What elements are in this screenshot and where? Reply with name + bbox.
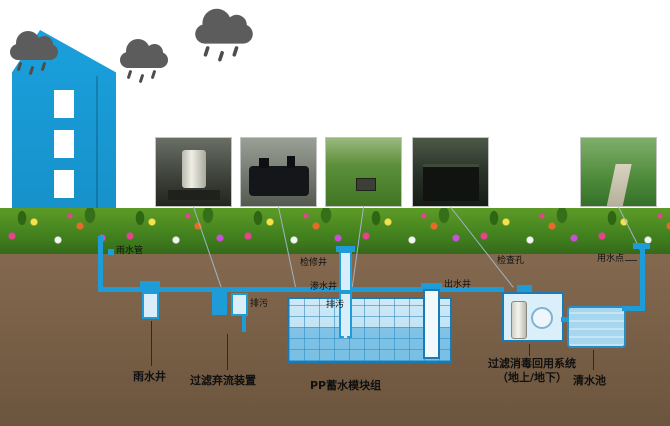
- raindrop-icon: [40, 61, 47, 72]
- seepage-well-shaft: [339, 292, 352, 338]
- raindrop-icon: [217, 50, 225, 62]
- photo-subject-tank: [249, 166, 309, 196]
- inspection-well-shaft: [339, 251, 352, 292]
- raindrop-icon: [16, 61, 23, 72]
- label-text: 渗水井: [310, 282, 338, 292]
- flower-grass-strip: [0, 208, 670, 254]
- caption-filter-device: 过滤弃流装置: [190, 374, 256, 387]
- caption-reuse-system-line1: 过滤消毒回用系统: [488, 357, 576, 370]
- label-use-point: 用水点: [597, 254, 625, 265]
- label-outlet-well: 出水井: [444, 280, 472, 291]
- photo-subject-base: [168, 190, 220, 200]
- caption-reuse-system-line2: （地上/地下）: [496, 370, 568, 384]
- downspout-pipe: [98, 236, 103, 292]
- label-inspection-well: 检修井: [300, 258, 328, 269]
- photo-subject-path: [606, 164, 632, 206]
- use-point-tap: [633, 243, 650, 249]
- photo-garden: [580, 137, 657, 207]
- label-text: 出水井: [444, 280, 472, 290]
- building: [12, 30, 116, 242]
- label-text: 用水点: [597, 254, 625, 264]
- label-seepage-well: 渗水井: [310, 282, 338, 293]
- label-rain-pipe: 雨水管: [108, 246, 144, 257]
- building-window: [54, 90, 74, 118]
- cloud-body: [10, 44, 58, 60]
- rain-cloud-icon: [195, 8, 253, 62]
- reuse-round-tank: [531, 307, 553, 329]
- rain-well-cap: [140, 281, 160, 287]
- building-window: [54, 130, 74, 158]
- photo-buried-module: [412, 137, 489, 207]
- riser-pipe: [640, 247, 645, 309]
- photo-filter-tank: [240, 137, 317, 207]
- caption-reuse-system: 过滤消毒回用系统 （地上/地下）: [482, 357, 582, 385]
- reuse-to-pool-pipe: [561, 317, 569, 322]
- photo-subject-pipe: [287, 156, 295, 168]
- raindrop-icon: [126, 69, 133, 80]
- clean-water-pool: [567, 306, 626, 348]
- outlet-well-shaft: [423, 289, 440, 359]
- label-text: 雨水管: [116, 246, 144, 256]
- photo-well-equipment: [155, 137, 232, 207]
- label-text: 检修井: [300, 258, 328, 268]
- marker-square-icon: [108, 248, 114, 255]
- filter-drain-pipe: [242, 316, 246, 332]
- leader-line: [625, 260, 637, 261]
- rain-well-shaft: [142, 292, 159, 319]
- photo-subject-well-cover: [356, 178, 376, 191]
- leader-line: [529, 344, 530, 356]
- raindrop-icon: [232, 45, 239, 58]
- leader-line: [227, 334, 228, 370]
- pool-outlet-pipe: [622, 306, 645, 311]
- cloud-body: [195, 24, 253, 44]
- inspection-hole-cap: [517, 285, 532, 292]
- cloud-body: [120, 52, 168, 68]
- filter-device-chamber: [231, 293, 248, 316]
- label-drain-left: 排污: [250, 299, 269, 310]
- caption-rain-well: 雨水井: [133, 370, 166, 383]
- raindrop-icon: [150, 69, 157, 80]
- rain-cloud-icon: [10, 31, 58, 76]
- reuse-filter-cylinder: [511, 301, 527, 339]
- label-text: 排污: [250, 299, 269, 309]
- building-window: [54, 170, 74, 198]
- caption-pp-module: PP蓄水模块组: [310, 379, 382, 392]
- filter-disinfection-reuse-unit: [502, 292, 564, 342]
- leader-line: [151, 321, 152, 366]
- label-drain-mid: 排污: [326, 300, 345, 311]
- building-corner-edge: [96, 76, 98, 242]
- inspection-well-cap: [336, 246, 355, 252]
- rain-cloud-icon: [120, 39, 168, 84]
- label-text: 排污: [326, 300, 345, 310]
- main-collection-pipe: [98, 287, 504, 292]
- raindrop-icon: [138, 73, 145, 84]
- outlet-well-cap: [421, 283, 442, 289]
- photo-lawn-field: [325, 137, 402, 207]
- filter-device-tank: [212, 288, 227, 315]
- caption-clean-pool: 清水池: [573, 374, 606, 387]
- label-text: 检查孔: [497, 256, 525, 266]
- raindrop-icon: [203, 45, 210, 58]
- photo-subject-pit-tank: [423, 164, 479, 201]
- photo-subject-cylinder: [182, 150, 206, 188]
- label-inspection-hole: 检查孔: [497, 256, 525, 267]
- leader-line: [593, 350, 594, 370]
- photo-subject-pipe: [259, 158, 269, 168]
